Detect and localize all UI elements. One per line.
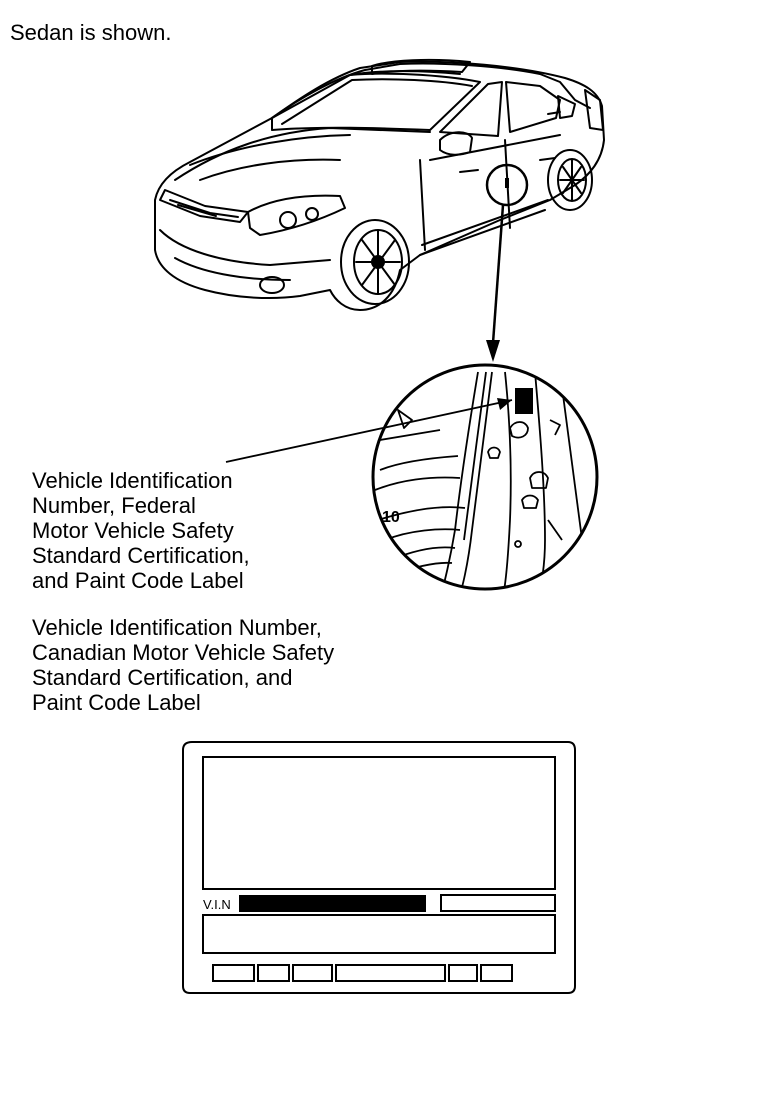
caption-text: Sedan is shown. [10, 20, 172, 45]
callout-arrowhead [486, 340, 500, 362]
certification-label-mark [515, 388, 533, 414]
leader-arrowhead [497, 398, 512, 410]
canada-label-line: Paint Code Label [32, 690, 201, 715]
vin-label: V.I.N [203, 897, 231, 912]
certification-plate [182, 741, 576, 994]
callout-arrow-line [491, 204, 505, 344]
door-number-text: 10 [382, 509, 400, 526]
detail-magnifier-circle [371, 363, 599, 591]
car-illustration [154, 58, 605, 311]
location-callout-circle [485, 163, 529, 207]
us-label-line: Standard Certification, [32, 543, 250, 568]
us-label-line: Number, Federal [32, 493, 196, 518]
label-location-mark [505, 178, 509, 188]
canada-label-line: Standard Certification, and [32, 665, 293, 690]
leader-line [225, 399, 513, 463]
us-label-line: and Paint Code Label [32, 568, 244, 593]
vin-number-bar [239, 895, 426, 912]
us-label-line: Vehicle Identification [32, 468, 233, 493]
us-label-description: Vehicle Identification Number, Federal M… [32, 468, 250, 593]
us-label-line: Motor Vehicle Safety [32, 518, 234, 543]
canada-label-description: Vehicle Identification Number, Canadian … [32, 615, 334, 715]
canada-label-line: Vehicle Identification Number, [32, 615, 322, 640]
canada-label-line: Canadian Motor Vehicle Safety [32, 640, 335, 665]
